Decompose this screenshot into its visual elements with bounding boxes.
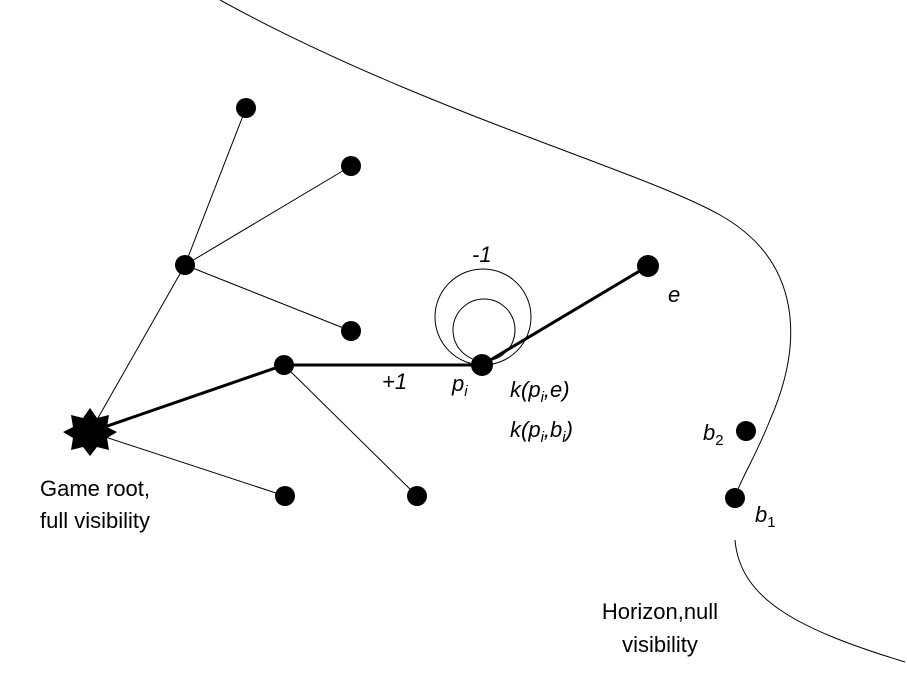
node-mid xyxy=(274,355,294,375)
root-label-line2: full visibility xyxy=(40,508,150,533)
edge-root-bottom xyxy=(89,431,286,497)
root-label-line1: Game root, xyxy=(40,476,150,501)
label-p-i: pi xyxy=(451,371,468,400)
label-e: e xyxy=(668,282,680,307)
node-e xyxy=(637,255,659,277)
self-loop-outer xyxy=(434,268,532,366)
node-lower-right xyxy=(341,321,361,341)
root-star-icon xyxy=(63,408,117,456)
label-b1: b1 xyxy=(755,502,776,531)
node-b1 xyxy=(725,488,745,508)
horizon-curve xyxy=(219,0,792,499)
label-k-pi-bi: k(pi,bi) xyxy=(510,417,573,446)
horizon-curve-lower xyxy=(734,539,906,663)
label-k-pi-e: k(pi,e) xyxy=(510,377,570,406)
node-mid-bottom xyxy=(407,486,427,506)
edge-branch-lower-right xyxy=(184,264,352,332)
node-branch xyxy=(175,255,195,275)
edge-mid-bottom xyxy=(283,364,418,497)
label-plus-one: +1 xyxy=(382,369,407,394)
path-pi-e xyxy=(481,264,649,367)
edge-branch-upper-right xyxy=(184,165,352,266)
horizon-label-line2: visibility xyxy=(622,632,698,657)
edge-branch-top xyxy=(184,107,247,266)
node-root-bottom xyxy=(275,486,295,506)
node-pi xyxy=(471,354,493,376)
path-root-mid xyxy=(89,363,285,434)
horizon-label-line1: Horizon,null xyxy=(602,599,718,624)
node-top xyxy=(236,98,256,118)
label-minus-one: -1 xyxy=(472,242,492,267)
node-b2 xyxy=(736,421,756,441)
label-b2: b2 xyxy=(703,420,724,449)
node-upper-right xyxy=(341,156,361,176)
self-loop-inner xyxy=(452,298,516,362)
edge-root-branch xyxy=(89,264,186,433)
